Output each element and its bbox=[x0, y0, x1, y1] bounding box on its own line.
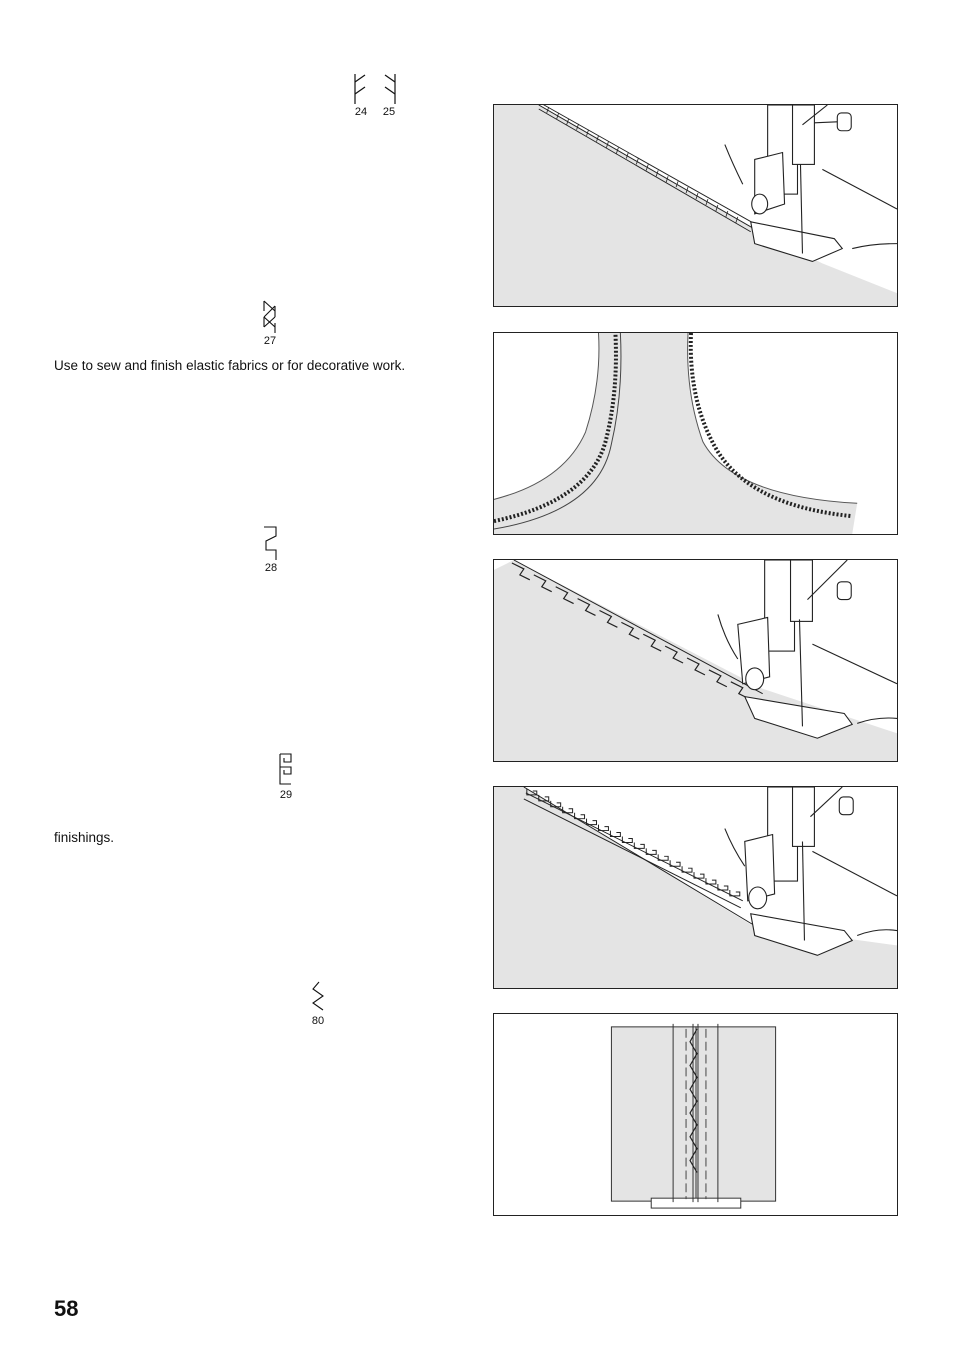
stitch-number-24: 24 bbox=[354, 106, 368, 118]
stitch-number-27: 27 bbox=[263, 335, 277, 347]
illustration-stitch-28 bbox=[493, 559, 898, 762]
stitch-25-icon bbox=[380, 72, 400, 106]
illustration-stitch-24-25 bbox=[493, 104, 898, 307]
stitch-number-80: 80 bbox=[311, 1015, 325, 1027]
stitch-24-icon bbox=[350, 72, 370, 106]
stitch-number-25: 25 bbox=[382, 106, 396, 118]
illustration-stitch-27 bbox=[493, 332, 898, 535]
illustration-stitch-80 bbox=[493, 1013, 898, 1216]
stitch-number-28: 28 bbox=[264, 562, 278, 574]
elastic-fabrics-text: Use to sew and finish elastic fabrics or… bbox=[54, 358, 406, 373]
stitch-29-icon bbox=[277, 752, 295, 788]
stitch-28-icon bbox=[260, 524, 282, 564]
stitch-80-icon bbox=[310, 980, 328, 1014]
stitch-27-icon bbox=[259, 299, 281, 335]
page-number: 58 bbox=[54, 1296, 79, 1321]
stitch-number-29: 29 bbox=[279, 789, 293, 801]
finishings-text: finishings. bbox=[54, 830, 115, 845]
illustration-stitch-29 bbox=[493, 786, 898, 989]
